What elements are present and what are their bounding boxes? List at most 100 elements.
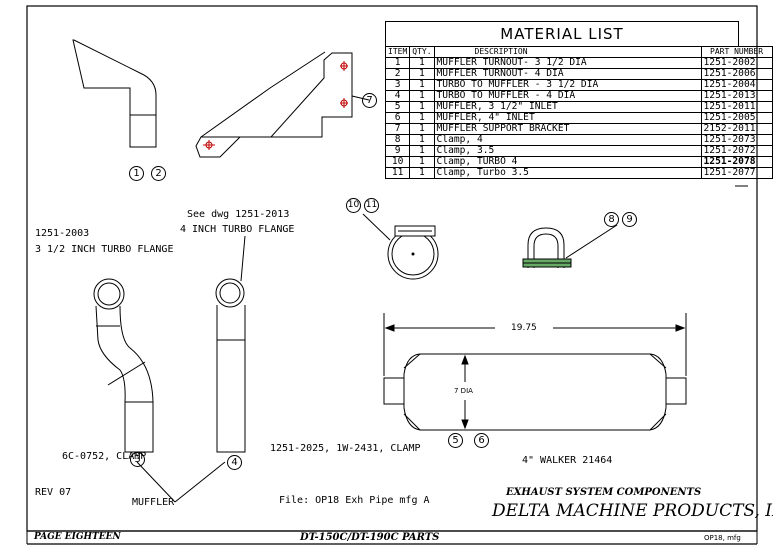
cell-item: 6 <box>384 112 411 124</box>
cell-description: TURBO TO MUFFLER - 3 1/2 DIA <box>433 79 702 91</box>
dimension-lines <box>383 313 687 430</box>
note-walker: 4" WALKER 21464 <box>522 455 613 466</box>
muffler-drawing <box>383 353 687 431</box>
title-heading: EXHAUST SYSTEM COMPONENTS <box>506 487 702 498</box>
cell-part-number: 2152-2011 <box>700 123 773 135</box>
turbo-clamp-drawing <box>387 225 439 280</box>
balloon-5: 5 <box>448 433 463 448</box>
balloon-4: 4 <box>227 455 242 470</box>
col-qty: QTY. <box>409 46 435 58</box>
note-rev: REV 07 <box>35 487 72 498</box>
cell-part-number: 1251-2078 <box>700 156 773 168</box>
turbo-to-muffler-4-drawing <box>215 278 246 453</box>
balloon-7: 7 <box>362 93 377 108</box>
cell-qty: 1 <box>409 57 435 69</box>
cell-description: MUFFLER TURNOUT- 4 DIA <box>433 68 702 80</box>
note-4-inch-flange: 4 INCH TURBO FLANGE <box>180 224 295 235</box>
title-company: DELTA MACHINE PRODUCTS, INC. <box>492 501 773 521</box>
material-list-header-row: ITEM QTY. DESCRIPTION PART NUMBER <box>384 46 773 58</box>
cell-description: Clamp, Turbo 3.5 <box>433 167 702 179</box>
cell-description: Clamp, 4 <box>433 134 702 146</box>
cell-description: Clamp, TURBO 4 <box>433 156 702 168</box>
cell-qty: 1 <box>409 123 435 135</box>
balloon-10: 10 <box>346 198 361 213</box>
note-clamp-6c: 6C-0752, CLAMP <box>62 451 147 462</box>
note-clamp-2025: 1251-2025, 1W-2431, CLAMP <box>270 443 421 454</box>
bracket-holes <box>203 61 348 150</box>
cell-description: MUFFLER, 4" INLET <box>433 112 702 124</box>
cell-qty: 1 <box>409 79 435 91</box>
cell-description: MUFFLER SUPPORT BRACKET <box>433 123 702 135</box>
cell-item: 2 <box>384 68 411 80</box>
cell-item: 4 <box>384 90 411 102</box>
balloon-6: 6 <box>474 433 489 448</box>
note-file: File: OP18 Exh Pipe mfg A <box>279 495 430 506</box>
cell-part-number: 1251-2013 <box>700 90 773 102</box>
cell-qty: 1 <box>409 112 435 124</box>
cell-qty: 1 <box>409 145 435 157</box>
muffler-turnout-drawing <box>72 39 157 148</box>
title-parts: DT-150C/DT-190C PARTS <box>300 532 440 543</box>
cell-item: 11 <box>384 167 411 179</box>
cell-part-number: 1251-2077 <box>700 167 773 179</box>
leader-lines <box>136 95 618 503</box>
cell-item: 8 <box>384 134 411 146</box>
cell-description: Clamp, 3.5 <box>433 145 702 157</box>
dim-length: 19.75 <box>508 324 540 333</box>
balloon-2: 2 <box>151 166 166 181</box>
material-list-title: MATERIAL LIST <box>385 21 739 46</box>
col-description: DESCRIPTION <box>433 46 702 58</box>
col-item: ITEM <box>384 46 411 58</box>
cell-description: MUFFLER, 3 1/2" INLET <box>433 101 702 113</box>
cell-qty: 1 <box>409 134 435 146</box>
cell-item: 3 <box>384 79 411 91</box>
cell-part-number: 1251-2011 <box>700 101 773 113</box>
cell-part-number: 1251-2002 <box>700 57 773 69</box>
balloon-9: 9 <box>622 212 637 227</box>
cell-part-number: 1251-2006 <box>700 68 773 80</box>
cell-qty: 1 <box>409 90 435 102</box>
cell-item: 5 <box>384 101 411 113</box>
support-bracket-drawing <box>195 51 353 158</box>
cell-qty: 1 <box>409 156 435 168</box>
cell-item: 7 <box>384 123 411 135</box>
cell-part-number: 1251-2072 <box>700 145 773 157</box>
col-part-number: PART NUMBER <box>700 46 773 58</box>
note-35-inch-flange: 3 1/2 INCH TURBO FLANGE <box>35 244 174 255</box>
cell-part-number: 1251-2004 <box>700 79 773 91</box>
dim-diameter: 7 DIA <box>454 387 473 395</box>
cell-part-number: 1251-2005 <box>700 112 773 124</box>
title-page: PAGE EIGHTEEN <box>34 532 121 542</box>
cell-item: 10 <box>384 156 411 168</box>
cell-description: MUFFLER TURNOUT- 3 1/2 DIA <box>433 57 702 69</box>
cell-qty: 1 <box>409 68 435 80</box>
balloon-1: 1 <box>129 166 144 181</box>
cell-item: 1 <box>384 57 411 69</box>
cell-description: TURBO TO MUFFLER - 4 DIA <box>433 90 702 102</box>
u-bolt-clamp-drawing <box>522 227 572 268</box>
balloon-3: 3 <box>130 452 145 467</box>
balloon-8: 8 <box>604 212 619 227</box>
cell-qty: 1 <box>409 167 435 179</box>
note-muffler: MUFFLER <box>132 497 175 508</box>
title-code: OP18, mfg <box>704 534 741 542</box>
cell-item: 9 <box>384 145 411 157</box>
balloon-11: 11 <box>364 198 379 213</box>
cell-qty: 1 <box>409 101 435 113</box>
turbo-to-muffler-35-drawing <box>93 278 154 453</box>
note-see-dwg: See dwg 1251-2013 <box>187 209 290 220</box>
